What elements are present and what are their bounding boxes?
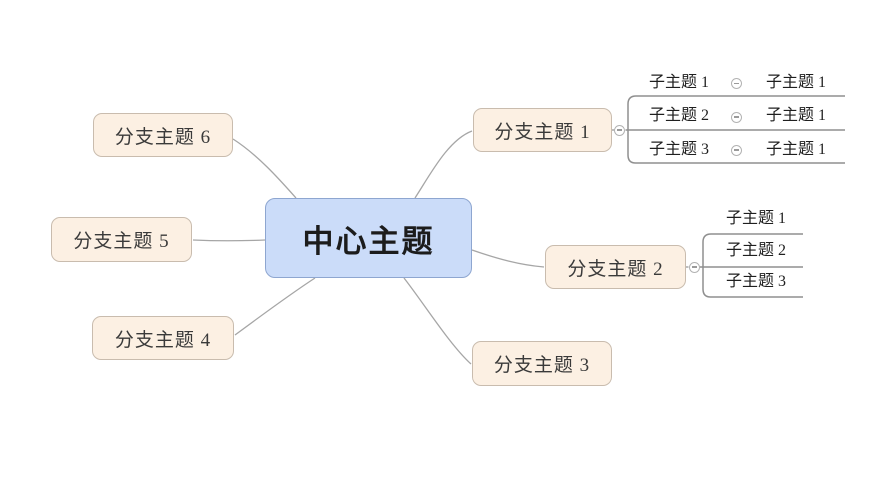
- branch1-subtopic-2[interactable]: 子主题 2: [648, 107, 709, 124]
- branch1-subtopic-3-child[interactable]: 子主题 1: [765, 141, 826, 158]
- branch-topic-5[interactable]: 分支主题 5: [51, 217, 192, 262]
- branch2-subtopic-3[interactable]: 子主题 3: [725, 273, 786, 290]
- branch-topic-4[interactable]: 分支主题 4: [92, 316, 234, 360]
- minus-icon: [733, 149, 739, 151]
- central-topic[interactable]: 中心主题: [265, 198, 472, 278]
- branch2-collapse-button[interactable]: [688, 261, 700, 273]
- minus-icon: [733, 82, 739, 85]
- branch1-collapse-button[interactable]: [614, 124, 625, 136]
- branch1-subtopic3-collapse-button[interactable]: [730, 144, 742, 156]
- connector-central-branch2: [471, 249, 545, 268]
- connector-central-branch5: [192, 239, 266, 242]
- branch2-subtopic-2[interactable]: 子主题 2: [725, 242, 786, 259]
- connector-central-branch3: [403, 277, 472, 365]
- connector-central-branch4: [234, 277, 316, 336]
- branch1-subtopic-1[interactable]: 子主题 1: [648, 74, 709, 91]
- branch-topic-2[interactable]: 分支主题 2: [545, 245, 686, 289]
- branch1-subtopic-3[interactable]: 子主题 3: [648, 141, 709, 158]
- minus-icon: [617, 129, 622, 131]
- branch2-subtopic-1[interactable]: 子主题 1: [725, 210, 786, 227]
- branch2-children-bracket: [702, 233, 803, 298]
- connector-central-branch1: [414, 130, 473, 199]
- branch-topic-1[interactable]: 分支主题 1: [473, 108, 612, 152]
- branch1-subtopic-2-child[interactable]: 子主题 1: [765, 107, 826, 124]
- branch-topic-3[interactable]: 分支主题 3: [472, 341, 612, 386]
- branch1-subtopic1-collapse-button[interactable]: [730, 78, 742, 89]
- branch1-subtopic-1-child[interactable]: 子主题 1: [765, 74, 826, 91]
- branch-topic-6[interactable]: 分支主题 6: [93, 113, 233, 157]
- minus-icon: [691, 266, 697, 268]
- branch1-subtopic2-collapse-button[interactable]: [730, 111, 742, 123]
- minus-icon: [733, 116, 739, 118]
- connector-central-branch6: [232, 138, 297, 199]
